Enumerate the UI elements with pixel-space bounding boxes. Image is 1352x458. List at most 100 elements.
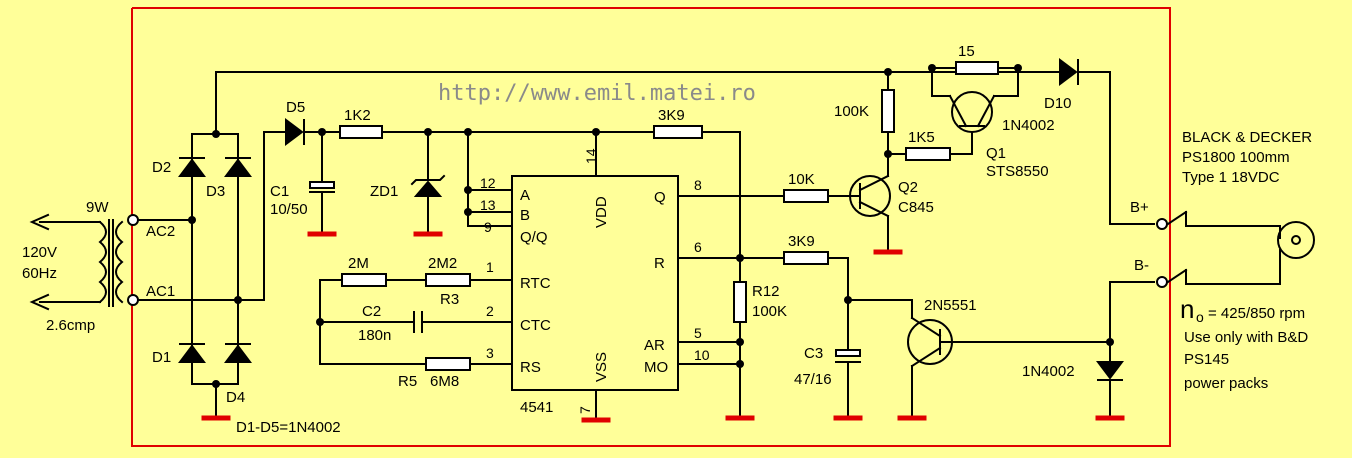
c1-label: C1 xyxy=(270,183,289,200)
out-diode-label: 1N4002 xyxy=(1022,363,1075,380)
resistor-3k9-r xyxy=(783,251,829,265)
r5-label: R5 xyxy=(398,373,417,390)
type-label: Type 1 18VDC xyxy=(1182,169,1280,186)
note-line3: power packs xyxy=(1184,375,1268,392)
pin-6: 6 xyxy=(694,239,702,255)
diode-note: D1-D5=1N4002 xyxy=(236,419,341,436)
output-connector xyxy=(1156,210,1315,288)
resistor-2m xyxy=(341,273,387,287)
output-diode xyxy=(1095,361,1125,421)
resistor-10k xyxy=(783,189,829,203)
pin-9: 9 xyxy=(484,219,492,235)
note-line2: PS145 xyxy=(1184,351,1229,368)
model-label: PS1800 100mm xyxy=(1182,149,1290,166)
ic-pin-rtc: RTC xyxy=(520,275,551,292)
ic-pin-r: R xyxy=(654,255,665,272)
pin-5: 5 xyxy=(694,325,702,341)
resistor-3k9-top xyxy=(653,125,703,139)
d10-label: D10 xyxy=(1044,95,1072,112)
speed-subscript: o xyxy=(1196,309,1204,325)
ic-pin-rs: RS xyxy=(520,359,541,376)
q1-diode-label: 1N4002 xyxy=(1002,117,1055,134)
r2m-label: 2M xyxy=(348,255,369,272)
r6m8-label: 6M8 xyxy=(430,373,459,390)
d4-label: D4 xyxy=(226,389,245,406)
pin-3: 3 xyxy=(486,345,494,361)
c2-label: C2 xyxy=(362,303,381,320)
d10-diode xyxy=(1017,58,1155,225)
resistor-1k2 xyxy=(339,125,383,139)
pin-1: 1 xyxy=(486,259,494,275)
bridge-rectifier xyxy=(137,71,265,421)
ic-pin-q: Q xyxy=(654,189,666,206)
d1-label: D1 xyxy=(152,349,171,366)
pin-10: 10 xyxy=(694,347,710,363)
r12-label: R12 xyxy=(752,283,780,300)
transformer xyxy=(29,213,139,311)
q1-label: Q1 xyxy=(986,145,1006,162)
speed-symbol: n xyxy=(1180,294,1194,324)
r2m2-label: 2M2 xyxy=(428,255,457,272)
d2-label: D2 xyxy=(152,159,171,176)
capacitor-c3 xyxy=(833,349,863,421)
pin-2: 2 xyxy=(486,303,494,319)
q3-type: 2N5551 xyxy=(924,297,977,314)
c3-value: 47/16 xyxy=(794,371,832,388)
resistor-r5 xyxy=(425,357,471,371)
q2-type: C845 xyxy=(898,199,934,216)
r1k5-label: 1K5 xyxy=(908,129,935,146)
ic-vss: VSS xyxy=(593,352,610,382)
note-line1: Use only with B&D xyxy=(1184,329,1308,346)
zd1-label: ZD1 xyxy=(370,183,398,200)
ic-pin-mo: MO xyxy=(644,359,668,376)
transformer-current: 2.6cmp xyxy=(46,317,95,334)
bminus-label: B- xyxy=(1134,257,1149,274)
ic-pin-b: B xyxy=(520,207,530,224)
ic-pin-ctc: CTC xyxy=(520,317,551,334)
frame xyxy=(131,7,1171,447)
ic-vdd: VDD xyxy=(593,196,610,228)
pin-13: 13 xyxy=(480,197,496,213)
q2-label: Q2 xyxy=(898,179,918,196)
c1-value: 10/50 xyxy=(270,201,308,218)
transistor-q1 xyxy=(931,67,1019,133)
motor xyxy=(1277,221,1315,259)
speed-value: = 425/850 rpm xyxy=(1208,305,1305,322)
ic-pin-a: A xyxy=(520,187,530,204)
pin-7: 7 xyxy=(577,406,593,414)
resistor-r12 xyxy=(733,281,747,323)
d5-diode xyxy=(263,118,341,301)
ic-pin-ar: AR xyxy=(644,337,665,354)
r3-label: R3 xyxy=(440,291,459,308)
r1k2-label: 1K2 xyxy=(344,107,371,124)
ac2-label: AC2 xyxy=(146,223,175,240)
r10k-label: 10K xyxy=(788,171,815,188)
transformer-power: 9W xyxy=(86,199,109,216)
r3k9a-label: 3K9 xyxy=(658,107,685,124)
q1-type: STS8550 xyxy=(986,163,1049,180)
r12-value: 100K xyxy=(752,303,787,320)
pin-8: 8 xyxy=(694,177,702,193)
capacitor-c1 xyxy=(307,131,337,237)
zener-zd1 xyxy=(410,131,446,237)
resistor-1k5 xyxy=(905,147,951,161)
r15-label: 15 xyxy=(958,43,975,60)
ic-name: 4541 xyxy=(520,399,553,416)
pin-12: 12 xyxy=(480,175,496,191)
r3k9b-label: 3K9 xyxy=(788,233,815,250)
pin-14: 14 xyxy=(583,148,599,164)
ic-pin-qq: Q/Q xyxy=(520,229,548,246)
resistor-100k xyxy=(881,89,895,133)
transistor-q2 xyxy=(849,153,903,255)
r100k-label: 100K xyxy=(834,103,869,120)
c2-value: 180n xyxy=(358,327,391,344)
d5-label: D5 xyxy=(286,99,305,116)
input-frequency: 60Hz xyxy=(22,265,57,282)
input-voltage: 120V xyxy=(22,244,57,261)
d3-label: D3 xyxy=(206,183,225,200)
bplus-label: B+ xyxy=(1130,199,1149,216)
resistor-15 xyxy=(955,61,999,75)
site-url[interactable]: http://www.emil.matei.ro xyxy=(438,81,756,106)
resistor-r3 xyxy=(425,273,471,287)
